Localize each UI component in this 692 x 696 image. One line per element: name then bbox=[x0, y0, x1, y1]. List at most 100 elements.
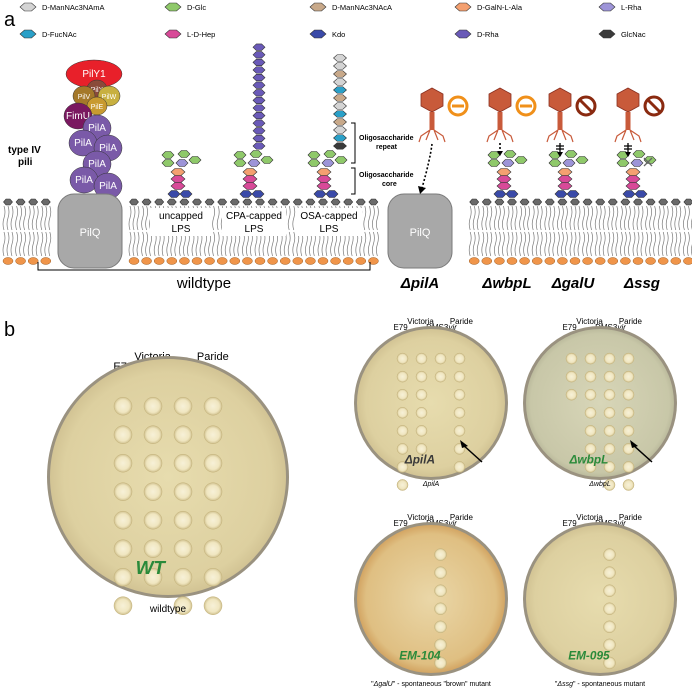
phage-spot bbox=[565, 370, 578, 383]
legend-label: D-ManNAc3NAmA bbox=[42, 3, 105, 12]
membrane-inner-head bbox=[179, 257, 190, 265]
sugar-hexagon bbox=[566, 190, 580, 198]
membrane-inner-head bbox=[582, 257, 593, 265]
phage-spot bbox=[396, 443, 409, 455]
plate-handwriting: EM-095 bbox=[568, 649, 610, 663]
plate-ssg: EM-095 bbox=[523, 522, 677, 676]
column-label-e79: E79 bbox=[393, 519, 408, 528]
phage-spot bbox=[453, 370, 466, 383]
sugar-hexagon bbox=[501, 159, 515, 167]
phage-spot bbox=[143, 453, 163, 473]
phage-spot bbox=[622, 479, 635, 491]
membrane-inner-head bbox=[368, 257, 379, 265]
sugar-hexagon bbox=[307, 151, 321, 159]
sugar-hexagon bbox=[503, 150, 517, 158]
membrane-inner-head bbox=[544, 257, 556, 265]
phage-spot bbox=[622, 407, 635, 419]
phage-spot bbox=[434, 584, 447, 597]
plate-pila: ΔpilA bbox=[354, 326, 508, 491]
plate-galu: EM-104 bbox=[354, 522, 508, 676]
phage-spot bbox=[603, 388, 616, 401]
phage-spot bbox=[113, 453, 133, 473]
column-label-paride: Paride bbox=[619, 317, 643, 326]
membrane-lipid-head bbox=[658, 198, 669, 206]
membrane-inner-head bbox=[27, 257, 39, 265]
pilus-protein-label: PilY1 bbox=[82, 69, 106, 80]
phage-spot bbox=[453, 461, 466, 473]
phage-spot bbox=[203, 539, 223, 558]
column-label-e79: E79 bbox=[393, 323, 408, 332]
caption-ssg: "Δssg" - spontaneous mutant bbox=[555, 681, 645, 688]
phage-capsid bbox=[616, 87, 640, 113]
membrane-lipid-head bbox=[343, 198, 354, 206]
lps-cpa-line2: LPS bbox=[245, 224, 264, 235]
column-label-victoria: Victoria bbox=[407, 513, 434, 522]
blocked-infection-icon bbox=[575, 95, 597, 117]
cpa-rhamnose bbox=[252, 66, 266, 74]
column-label-victoria: Victoria bbox=[576, 317, 603, 326]
lps-stacks bbox=[161, 43, 657, 198]
membrane-inner-head bbox=[15, 257, 26, 265]
membrane-inner-head bbox=[216, 257, 228, 265]
sugar-hexagon bbox=[161, 159, 175, 167]
phages bbox=[418, 87, 665, 194]
legend-label: L-D-Hep bbox=[187, 30, 215, 39]
cpa-rhamnose bbox=[252, 81, 266, 89]
membrane-inner-head bbox=[153, 257, 165, 265]
phage-spot bbox=[434, 656, 447, 670]
membrane-lipid-head bbox=[15, 198, 26, 206]
sugar-hexagon bbox=[496, 168, 512, 176]
sugar-hexagon bbox=[496, 182, 512, 190]
osa-repeat-unit bbox=[333, 86, 347, 94]
legend-label: D-FucNAc bbox=[42, 30, 77, 39]
sugar-hexagon bbox=[177, 150, 191, 158]
cpa-rhamnose bbox=[252, 89, 266, 97]
phage-capsid bbox=[548, 87, 572, 113]
phage-spot bbox=[453, 388, 466, 401]
membrane-lipid-head bbox=[166, 198, 177, 206]
membrane-lipid-head bbox=[645, 198, 656, 206]
phage-spot bbox=[622, 370, 635, 383]
sugar-hexagon bbox=[548, 159, 562, 167]
pilus-protein-label: PilA bbox=[74, 138, 92, 149]
sugar-hexagon bbox=[242, 168, 258, 176]
osa-repeat-unit bbox=[333, 62, 347, 70]
legend-swatch bbox=[454, 29, 472, 39]
phage-spot bbox=[173, 596, 193, 615]
agar bbox=[357, 525, 505, 673]
column-label-e79: E79 bbox=[562, 323, 577, 332]
column-label-paride: Paride bbox=[197, 351, 229, 363]
phage-tail bbox=[557, 112, 563, 130]
membrane-lipid-head bbox=[40, 198, 51, 206]
sugar-hexagon bbox=[170, 175, 186, 183]
phage-spot bbox=[622, 443, 635, 455]
membrane-lipid-head bbox=[267, 198, 278, 206]
plate-wildtype: WT bbox=[47, 356, 289, 615]
phage-spot bbox=[396, 479, 409, 491]
phage-spot bbox=[143, 482, 163, 501]
sugar-hexagon bbox=[242, 182, 258, 190]
membrane-inner-head bbox=[317, 257, 329, 265]
phage-spot bbox=[584, 370, 597, 383]
membrane-inner-head bbox=[632, 257, 644, 265]
pilus-protein-label: PilA bbox=[88, 159, 106, 170]
sugar-hexagon bbox=[247, 159, 261, 167]
membrane-lipid-head bbox=[494, 198, 505, 206]
legend-label: D-GalN-L-Ala bbox=[477, 3, 523, 12]
phage-spot bbox=[203, 425, 223, 444]
membrane-lipid-head bbox=[469, 198, 480, 206]
caption-pila: ΔpilA bbox=[422, 481, 440, 488]
membrane-inner-head bbox=[569, 257, 581, 265]
membrane-lipid-head bbox=[330, 198, 341, 206]
mutant-label-wbpl: ΔwbpL bbox=[481, 275, 531, 292]
phage-spot bbox=[143, 425, 163, 444]
phage-spot bbox=[434, 370, 447, 383]
pilus-protein-label: PilA bbox=[99, 181, 117, 192]
legend-label: GlcNac bbox=[621, 30, 646, 39]
legend-swatch bbox=[309, 29, 327, 39]
phage bbox=[486, 87, 537, 143]
osa-repeat-unit bbox=[333, 126, 347, 134]
membrane-lipid-head bbox=[192, 198, 202, 206]
